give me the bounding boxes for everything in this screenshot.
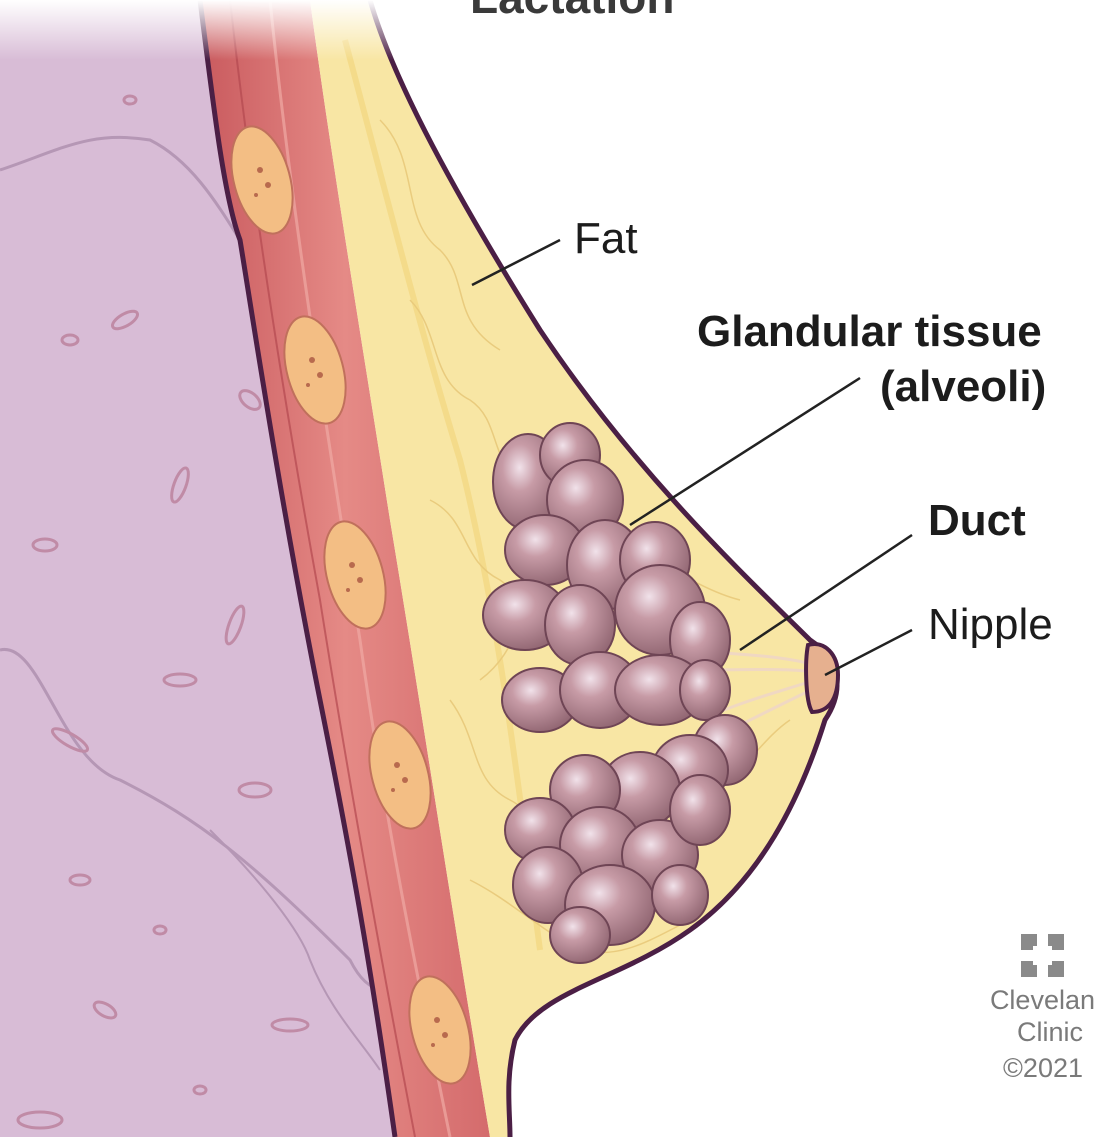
label-fat: Fat xyxy=(574,214,638,265)
diagram-title: Lactation xyxy=(470,0,674,24)
credit-org-line1: Clevelan xyxy=(990,984,1095,1016)
label-alveoli: (alveoli) xyxy=(880,362,1046,413)
label-duct: Duct xyxy=(928,496,1026,547)
duct-leader-line xyxy=(740,535,912,650)
label-glandular-tissue: Glandular tissue xyxy=(697,307,1042,358)
glandular-leader-line xyxy=(630,378,860,525)
credit-org-line2: Clinic xyxy=(1017,1016,1083,1048)
credit-copyright: ©2021 xyxy=(1003,1052,1083,1084)
nipple-leader-line xyxy=(825,630,912,675)
nipple xyxy=(806,644,838,712)
cleveland-clinic-logo-icon xyxy=(1021,934,1064,977)
label-nipple: Nipple xyxy=(928,600,1053,651)
